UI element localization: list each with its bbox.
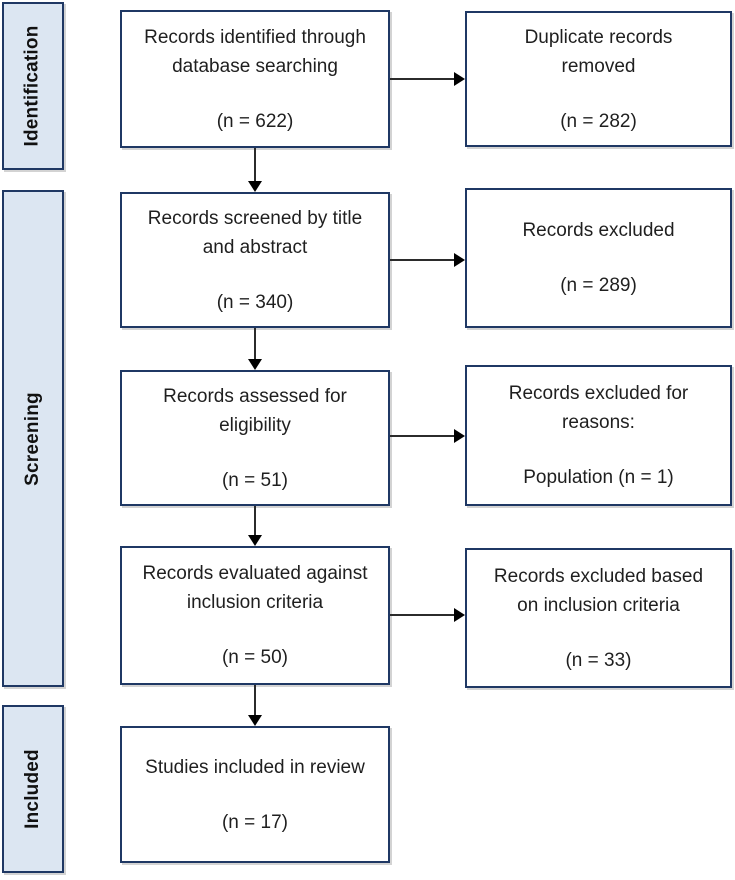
arrow-right-icon xyxy=(390,253,465,267)
box-records-identified: Records identified through database sear… xyxy=(120,10,390,148)
box-title: Records excluded xyxy=(522,220,675,241)
box-count: (n = 289) xyxy=(560,275,637,296)
box-excluded-inclusion-criteria: Records excluded based on inclusion crit… xyxy=(465,548,732,688)
arrow-right-icon xyxy=(390,608,465,622)
box-count: (n = 50) xyxy=(221,647,288,668)
box-count: Population (n = 1) xyxy=(523,467,674,488)
arrow-down-icon xyxy=(248,506,262,546)
stage-label-text: Included xyxy=(22,749,43,829)
box-records-evaluated: Records evaluated against inclusion crit… xyxy=(120,546,390,685)
arrow-down-icon xyxy=(248,328,262,370)
box-count: (n = 340) xyxy=(216,291,294,313)
box-title: Records excluded for reasons: xyxy=(508,383,689,433)
box-count: (n = 51) xyxy=(221,469,288,491)
stage-label-text: Identification xyxy=(22,25,43,147)
arrow-right-icon xyxy=(390,72,465,86)
box-title: Records excluded based on inclusion crit… xyxy=(493,565,704,616)
box-count: (n = 622) xyxy=(216,110,294,132)
stage-label-included: Included xyxy=(2,705,64,873)
box-duplicates-removed: Duplicate records removed (n = 282) xyxy=(465,11,732,147)
stage-label-identification: Identification xyxy=(2,2,64,170)
box-title: Studies included in review xyxy=(145,756,365,778)
arrow-down-icon xyxy=(248,685,262,726)
box-title: Records identified through database sear… xyxy=(144,26,366,77)
box-title: Duplicate records removed xyxy=(524,26,673,77)
arrow-down-icon xyxy=(248,148,262,192)
box-title: Records evaluated against inclusion crit… xyxy=(142,563,368,613)
box-studies-included: Studies included in review (n = 17) xyxy=(120,726,390,863)
box-records-excluded: Records excluded (n = 289) xyxy=(465,188,732,328)
box-title: Records assessed for eligibility xyxy=(163,385,347,436)
stage-label-text: Screening xyxy=(22,391,44,486)
box-excluded-for-reasons: Records excluded for reasons: Population… xyxy=(465,365,732,506)
arrow-right-icon xyxy=(390,429,465,443)
stage-label-screening: Screening xyxy=(2,190,64,687)
box-count: (n = 282) xyxy=(560,110,637,132)
box-count: (n = 33) xyxy=(565,649,632,671)
box-count: (n = 17) xyxy=(221,811,288,833)
box-title: Records screened by title and abstract xyxy=(147,207,363,258)
box-records-screened: Records screened by title and abstract (… xyxy=(120,192,390,328)
box-records-assessed: Records assessed for eligibility (n = 51… xyxy=(120,370,390,506)
